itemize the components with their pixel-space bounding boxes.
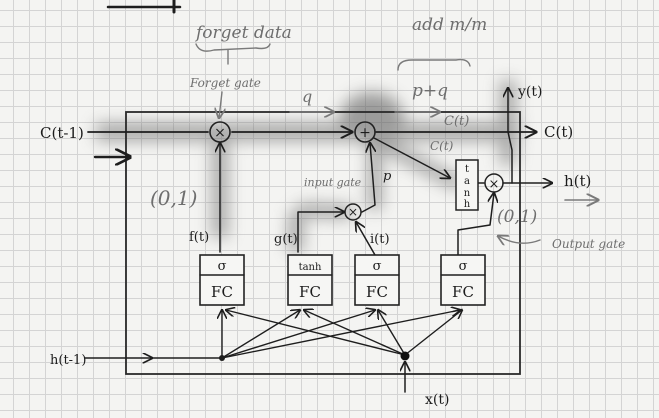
c-tilde-label-2: C(t) bbox=[430, 139, 454, 153]
svg-text:n: n bbox=[464, 188, 471, 199]
forget-gate-unit: σ FC bbox=[199, 254, 245, 306]
annotations: forget data add m/m Forget gate q p+q (0… bbox=[150, 15, 625, 251]
signal-labels: C(t-1) C(t) C(t) C(t) y(t) h(t) h(t-1) x… bbox=[40, 84, 591, 408]
svg-text:h: h bbox=[464, 199, 471, 210]
gate-units: σ FC tanh FC σ FC σ FC bbox=[199, 254, 486, 306]
svg-text:tanh: tanh bbox=[299, 262, 322, 273]
svg-text:FC: FC bbox=[299, 283, 321, 301]
p-label: p bbox=[383, 169, 392, 184]
svg-text:σ: σ bbox=[218, 259, 227, 274]
q-label: q bbox=[302, 87, 312, 106]
svg-text:FC: FC bbox=[211, 283, 233, 301]
svg-text:×: × bbox=[348, 205, 358, 219]
svg-text:FC: FC bbox=[452, 283, 474, 301]
output-range-label: (0,1) bbox=[497, 207, 537, 227]
c-tilde-label-1: C(t) bbox=[444, 114, 469, 129]
y-label: y(t) bbox=[517, 84, 542, 100]
top-scribble bbox=[106, 0, 182, 14]
svg-text:σ: σ bbox=[373, 259, 382, 274]
h-prev-label: h(t-1) bbox=[50, 353, 86, 368]
svg-text:σ: σ bbox=[459, 259, 468, 274]
svg-text:t: t bbox=[465, 164, 469, 175]
svg-text:+: + bbox=[359, 125, 371, 141]
forget-gate-label: Forget gate bbox=[189, 76, 261, 90]
output-multiply-node: × bbox=[484, 173, 504, 193]
tanh-box: t a n h bbox=[455, 159, 479, 211]
f-label: f(t) bbox=[189, 230, 209, 245]
p-plus-q-label: p+q bbox=[412, 81, 448, 101]
input-multiply-node: × bbox=[344, 203, 362, 221]
c-prev-label: C(t-1) bbox=[40, 124, 84, 142]
forget-data-label: forget data bbox=[194, 23, 292, 43]
i-label: i(t) bbox=[370, 232, 390, 247]
svg-text:a: a bbox=[464, 176, 470, 187]
svg-text:×: × bbox=[489, 177, 500, 192]
svg-text:FC: FC bbox=[366, 283, 388, 301]
h-out-label: h(t) bbox=[564, 172, 591, 190]
forget-range-label: (0,1) bbox=[150, 186, 197, 210]
add-mem-label: add m/m bbox=[412, 15, 487, 35]
input-gate-unit: σ FC bbox=[354, 254, 400, 306]
g-label: g(t) bbox=[274, 232, 298, 247]
cell-state-line bbox=[87, 132, 536, 157]
connections bbox=[84, 88, 598, 393]
output-gate-label: Output gate bbox=[552, 237, 625, 251]
input-gate-label: input gate bbox=[304, 176, 362, 189]
candidate-unit: tanh FC bbox=[287, 254, 333, 306]
c-out-label: C(t) bbox=[544, 123, 573, 141]
svg-text:×: × bbox=[214, 125, 226, 141]
x-label: x(t) bbox=[425, 392, 449, 408]
output-gate-unit: σ FC bbox=[440, 254, 486, 306]
